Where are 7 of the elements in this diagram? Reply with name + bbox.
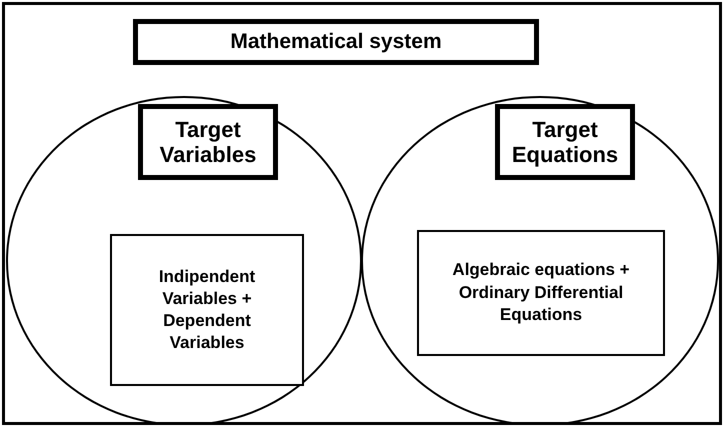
text-box: Algebraic equations + Ordinary Differential Equations bbox=[417, 230, 665, 356]
title-box: Mathematical system bbox=[133, 19, 539, 65]
circle-outline bbox=[361, 96, 719, 422]
heading-box: Target Variables bbox=[138, 104, 278, 180]
text-box: Indipendent Variables + Dependent Variables bbox=[110, 234, 304, 386]
heading-box: Target Equations bbox=[495, 104, 635, 180]
circle-outline bbox=[6, 96, 362, 422]
